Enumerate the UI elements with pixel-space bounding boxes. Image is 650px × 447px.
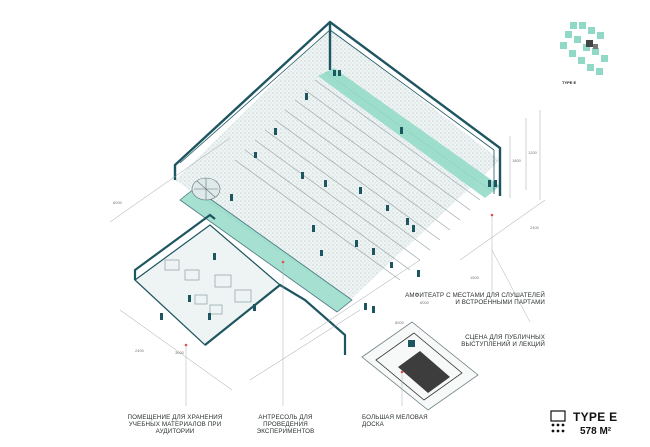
audience-icon xyxy=(550,410,566,433)
leader-lines xyxy=(185,215,531,406)
dimension-lines xyxy=(109,110,546,391)
people xyxy=(160,70,497,320)
label-amphitheater: АМФИТЕАТР С МЕСТАМИ ДЛЯ СЛУШАТЕЛЕЙ И ВСТ… xyxy=(405,292,545,307)
leader-markers xyxy=(184,213,494,374)
key-plan-label: TYPE E xyxy=(562,80,577,85)
dim-label: 3600 xyxy=(175,350,184,355)
dim-label: 1800 xyxy=(512,158,521,163)
chalkboard xyxy=(375,332,463,401)
dim-label: 2400 xyxy=(530,225,539,230)
dim-label: 2400 xyxy=(135,348,144,353)
spiral-stair xyxy=(191,177,221,201)
dim-label: 1200 xyxy=(528,150,537,155)
label-storage: ПОМЕЩЕНИЕ ДЛЯ ХРАНЕНИЯ УЧЕБНЫХ МАТЕРИАЛО… xyxy=(127,414,223,436)
dim-label: 8000 xyxy=(395,320,404,325)
type-title: TYPE E xyxy=(573,410,618,424)
key-plan-icon xyxy=(560,22,608,75)
dim-label: 1500 xyxy=(470,275,479,280)
type-area: 578 M² xyxy=(580,426,612,437)
label-mezzanine: АНТРЕСОЛЬ ДЛЯ ПРОВЕДЕНИЯ ЭКСПЕРИМЕНТОВ xyxy=(256,414,315,436)
mezzanine xyxy=(179,187,353,313)
back-row-highlight xyxy=(318,68,500,198)
dim-label: 6000 xyxy=(113,200,122,205)
label-chalkboard: БОЛЬШАЯ МЕЛОВАЯ ДОСКА xyxy=(362,414,428,429)
dim-label: 6000 xyxy=(420,300,429,305)
label-stage: СЦЕНА ДЛЯ ПУБЛИЧНЫХ ВЫСТУПЛЕНИЙ И ЛЕКЦИЙ xyxy=(461,334,545,349)
